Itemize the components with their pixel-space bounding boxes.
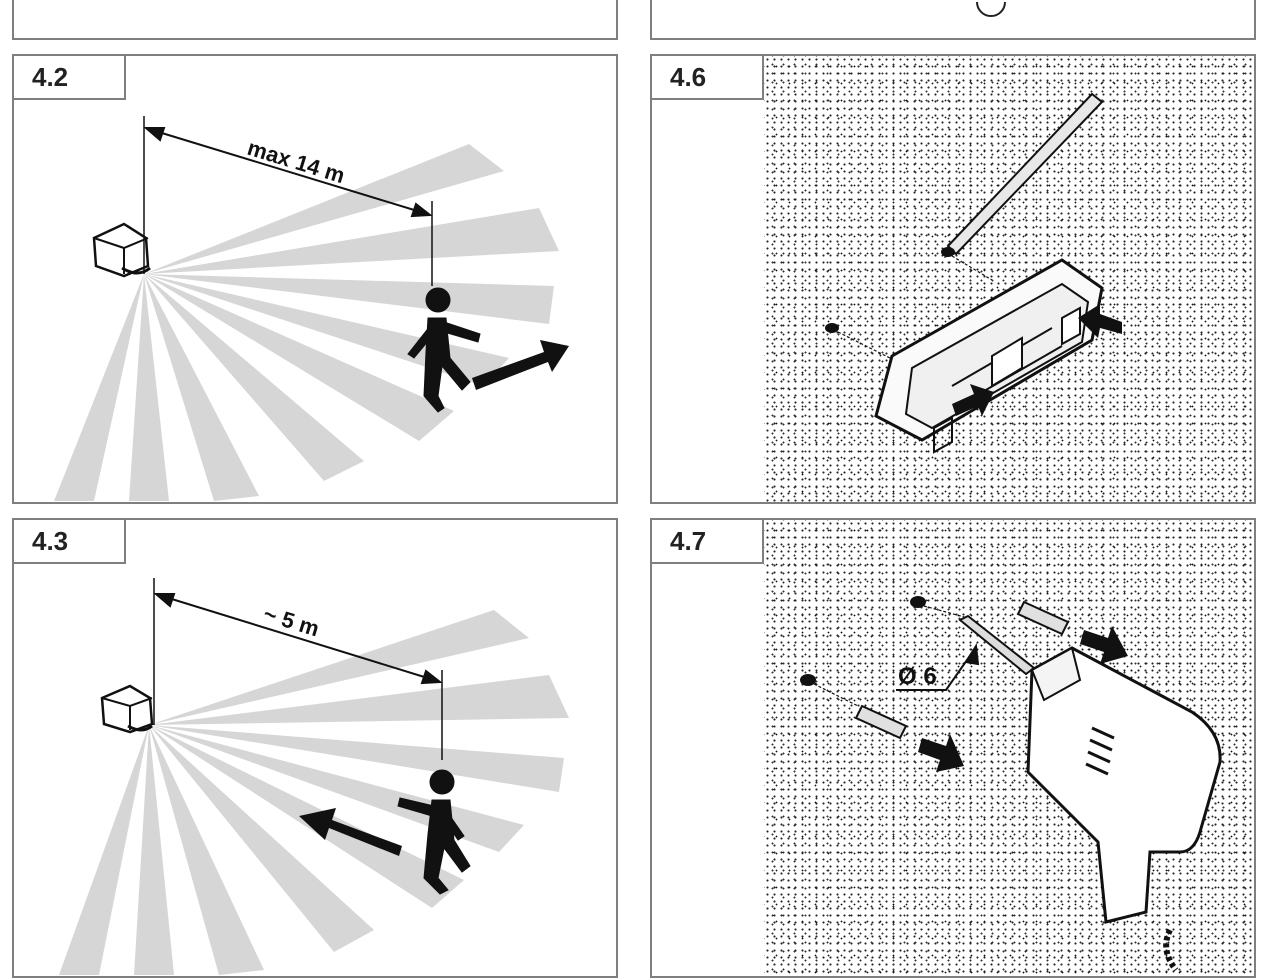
push-arrow-icon (952, 304, 1122, 416)
mounting-bracket-icon (874, 258, 1104, 454)
hole-mark-upper (941, 247, 955, 257)
detection-range-diagram-near: ~ 5 m (59, 578, 569, 975)
panel-4-2: 4.2 max 14 m (12, 54, 618, 504)
top-right-panel-partial (650, 0, 1256, 40)
panel-4-7: 4.7 Ø 6 (650, 518, 1256, 978)
panel-label: 4.6 (652, 56, 764, 100)
panel-label: 4.3 (14, 520, 126, 564)
sensor-device-icon (92, 222, 151, 278)
top-left-panel-partial (12, 0, 618, 40)
cut-off-circle-icon (976, 1, 1006, 17)
wall-plug-icon (854, 600, 1070, 740)
drill-bit-icon (958, 614, 1036, 676)
panel-label: 4.2 (14, 56, 126, 100)
sensor-device-icon (100, 684, 154, 734)
wall-surface-texture (764, 56, 1254, 502)
drill-size-label: Ø 6 (898, 663, 937, 690)
marking-holes-diagram (825, 92, 1122, 454)
alignment-lines (813, 605, 969, 707)
hole-mark-lower (800, 674, 816, 686)
panel-4-3: 4.3 ~ 5 m (12, 518, 618, 978)
detection-rays (54, 144, 559, 501)
power-drill-icon (1026, 646, 1222, 972)
panel-label: 4.7 (652, 520, 764, 564)
alignment-lines (837, 255, 993, 363)
walking-person-icon (397, 769, 471, 895)
movement-arrow-away (472, 340, 569, 390)
detection-rays (59, 610, 569, 975)
detection-range-diagram-max: max 14 m (54, 116, 569, 501)
hole-mark-upper (910, 596, 926, 608)
movement-arrow-toward (299, 808, 402, 856)
distance-arrow (143, 127, 433, 218)
panel-4-6: 4.6 (650, 54, 1256, 504)
drill-size-pointer (896, 643, 980, 691)
drilling-diagram: Ø 6 (800, 596, 1222, 972)
pencil-icon (944, 92, 1104, 258)
push-arrow-icon (918, 626, 1128, 772)
walking-person-icon (407, 287, 481, 413)
distance-label: max 14 m (245, 135, 348, 188)
hole-mark-lower (825, 323, 839, 333)
distance-arrow (153, 593, 443, 685)
